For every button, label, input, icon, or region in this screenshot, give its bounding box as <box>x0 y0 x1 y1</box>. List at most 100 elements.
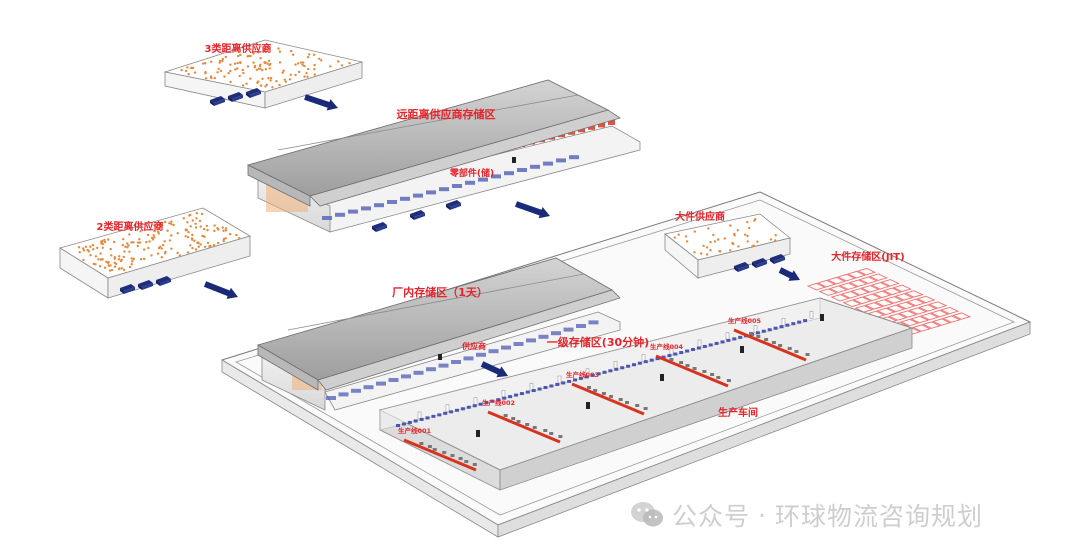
part-dot <box>191 219 194 222</box>
part-dot <box>305 72 308 75</box>
bin <box>797 320 802 324</box>
bin <box>514 393 518 397</box>
part-dot <box>264 85 267 88</box>
part-dot <box>164 220 167 224</box>
truck-side <box>734 266 738 272</box>
part-dot <box>120 267 124 270</box>
jit-cell <box>898 310 918 318</box>
pallet <box>413 193 423 198</box>
part-dot <box>136 241 140 244</box>
part-dot <box>269 62 272 66</box>
part-dot <box>194 248 198 251</box>
pallet <box>551 331 561 336</box>
part-dot <box>143 257 146 261</box>
pallet <box>452 184 462 188</box>
building-post <box>809 310 814 319</box>
machine <box>643 407 648 410</box>
truck-cargo <box>210 96 225 103</box>
jit-cell <box>876 307 896 316</box>
part-dot <box>101 258 104 261</box>
jit-cell <box>842 299 862 308</box>
truck-front <box>756 261 767 268</box>
part-dot <box>723 237 726 240</box>
machine <box>558 435 563 438</box>
part-dot <box>122 268 126 272</box>
truck-front <box>124 287 135 294</box>
pallet <box>351 388 361 393</box>
part-dot <box>136 244 139 248</box>
bin <box>626 364 631 368</box>
part-dot <box>122 255 126 259</box>
machine <box>549 432 554 435</box>
part-dot <box>737 245 740 248</box>
part-dot <box>98 265 102 268</box>
pallet <box>400 196 410 201</box>
part-dot <box>277 47 280 50</box>
building-post <box>445 404 450 413</box>
truck-cargo <box>246 88 261 95</box>
flow-arrow-icon <box>203 281 238 299</box>
jit-cell <box>868 273 888 281</box>
part-dot <box>191 233 194 237</box>
jit-cell <box>888 313 908 321</box>
part-dot <box>229 80 232 84</box>
bin <box>761 329 766 333</box>
part-dot <box>256 81 259 85</box>
watermark-channel: 公众号 <box>672 502 751 531</box>
part-dot <box>693 230 696 233</box>
jit-cell <box>939 306 960 315</box>
part-dot <box>114 262 118 266</box>
part-dot <box>294 73 297 77</box>
part-dot <box>224 229 228 232</box>
part-dot <box>238 74 241 78</box>
production-line-label-3: 生产线003 <box>566 370 599 379</box>
part-dot <box>224 55 227 59</box>
part-dot <box>160 256 163 259</box>
flow-arrow-icon <box>480 361 508 378</box>
part-dot <box>158 222 162 225</box>
pallet <box>478 177 488 182</box>
bin <box>561 381 566 385</box>
part-dot <box>123 250 126 253</box>
part-dot <box>261 69 264 72</box>
machine <box>525 423 530 426</box>
bin <box>590 373 595 377</box>
bin <box>449 410 454 414</box>
part-dot <box>217 228 220 231</box>
pallet <box>438 363 449 368</box>
part-dot <box>241 84 245 87</box>
bin <box>425 416 430 420</box>
jit-cell <box>864 302 884 310</box>
machine <box>679 361 684 364</box>
truck-side <box>228 96 232 102</box>
part-dot <box>101 246 105 249</box>
bin <box>573 378 577 382</box>
part-dot <box>156 230 160 233</box>
part-dot <box>241 68 244 72</box>
truck-front <box>774 257 785 264</box>
part-dot <box>178 254 182 257</box>
part-dot <box>229 69 232 73</box>
part-dot <box>101 239 104 243</box>
bin <box>584 375 589 379</box>
pallet <box>413 370 424 375</box>
pallet <box>322 216 332 220</box>
jit-cell <box>854 305 874 313</box>
part-dot <box>259 84 263 87</box>
part-dot <box>213 224 216 227</box>
part-dot <box>191 66 195 70</box>
part-dot <box>252 61 255 64</box>
workstation <box>740 346 744 353</box>
bin <box>578 376 583 380</box>
pallet <box>338 392 349 397</box>
part-dot <box>202 227 206 231</box>
part-dot <box>170 247 173 250</box>
part-dot <box>245 82 248 85</box>
part-dot <box>257 51 260 54</box>
workstation <box>820 314 824 321</box>
part-dot <box>684 235 688 238</box>
part-dot <box>238 237 241 240</box>
part-dot <box>131 260 134 263</box>
part-dot <box>91 243 95 247</box>
